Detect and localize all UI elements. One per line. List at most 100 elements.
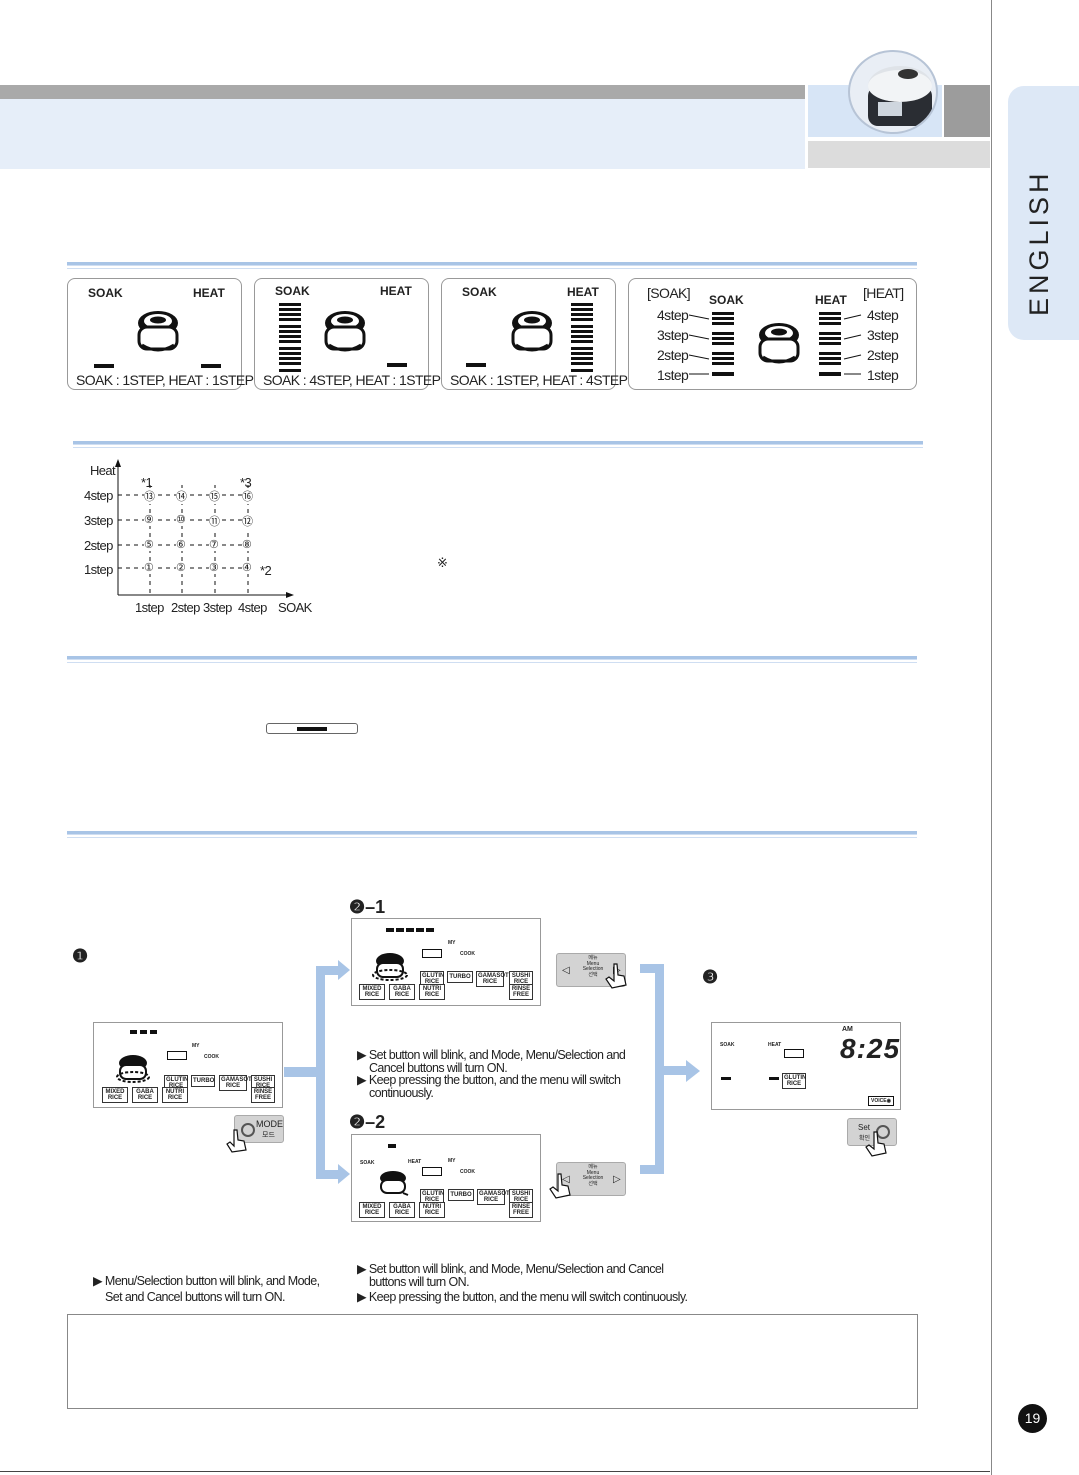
lcd-btn-mixed: MIXED RICE xyxy=(359,1202,385,1218)
soak-step-3: 3step xyxy=(657,327,689,343)
lcd-btn-gaba: GABA RICE xyxy=(132,1087,158,1103)
header-title-band xyxy=(0,99,805,169)
heat-step-1: 1step xyxy=(867,367,899,383)
right-margin-rule xyxy=(991,0,992,1475)
lcd-btn-nutri: NUTRI RICE xyxy=(419,984,445,1000)
grid-y-label: 4step xyxy=(84,488,113,503)
soak-step-1: 1step xyxy=(657,367,689,383)
step-legend-graphic xyxy=(688,312,862,376)
lcd-display-step-3: SOAK HEAT AM 8:25 GLUTIN RICE VOICE◉ xyxy=(711,1022,901,1110)
lcd-display-step-2-1: MY COOK GLUTIN RICE TURBO GAMASOT RICE S… xyxy=(351,918,541,1006)
grid-node: ⑦ xyxy=(209,538,219,551)
grid-mark-1: *1 xyxy=(141,475,153,490)
soak-heat-panel-3: SOAK HEAT SOAK : 1STEP, HEAT : 4STEP xyxy=(441,278,628,390)
mode-label: MODE xyxy=(256,1119,283,1129)
lcd-display-step-2-2: SOAK HEAT MY COOK GLUTIN RICE TURBO GAMA… xyxy=(351,1134,541,1222)
grid-x-title: SOAK xyxy=(278,600,312,615)
grid-x-label: 4step xyxy=(238,600,267,615)
note-mid-2: ▶ Keep pressing the button, and the menu… xyxy=(357,1073,621,1087)
lcd-my: MY xyxy=(448,940,456,946)
heat-label: HEAT xyxy=(193,286,225,300)
heat-level-bar xyxy=(201,364,221,368)
arrow-right-icon: ▷ xyxy=(613,1174,621,1185)
lcd-soak: SOAK xyxy=(360,1160,375,1166)
rice-cooker-icon xyxy=(137,311,179,352)
grid-x-label: 3step xyxy=(203,600,232,615)
panel-caption: SOAK : 4STEP, HEAT : 1STEP xyxy=(263,372,441,388)
header-grey-bar xyxy=(0,85,805,99)
rice-cooker-photo xyxy=(848,50,938,134)
note-left-1b: Set and Cancel buttons will turn ON. xyxy=(105,1290,285,1304)
heat-step-4: 4step xyxy=(867,307,899,323)
grid-y-label: 1step xyxy=(84,562,113,577)
grid-node: ② xyxy=(176,561,186,574)
lcd-btn-gamasot: GAMASOT RICE xyxy=(477,1189,510,1205)
step-2-1-label: ❷–1 xyxy=(349,897,386,917)
lock-icon xyxy=(167,1051,187,1060)
grid-node: ⑮ xyxy=(209,488,220,504)
header-dark-box xyxy=(944,85,990,137)
set-label-kr: 확인 xyxy=(859,1136,871,1142)
grid-y-label: 2step xyxy=(84,538,113,553)
step-3-label: ❸ xyxy=(702,967,719,987)
panel-caption: SOAK : 1STEP, HEAT : 4STEP xyxy=(450,372,628,388)
soak-label: SOAK xyxy=(275,284,310,298)
lcd-btn-rinse: RINSE FREE xyxy=(509,984,533,1000)
section-divider xyxy=(67,656,917,663)
lcd-btn-gaba: GABA RICE xyxy=(389,1202,415,1218)
lcd-cook: COOK xyxy=(204,1054,219,1060)
arrow-right-icon xyxy=(316,960,350,980)
voice-indicator: VOICE◉ xyxy=(868,1096,894,1106)
grid-mark-2: *2 xyxy=(260,563,272,578)
lcd-cook: COOK xyxy=(460,1169,475,1175)
mode-label-kr: 모드 xyxy=(262,1132,275,1139)
grid-node: ⑭ xyxy=(176,488,187,504)
soak-heat-panel-2: SOAK HEAT SOAK : 4STEP, HEAT : 1STEP xyxy=(254,278,441,390)
grid-node: ⑤ xyxy=(144,538,154,551)
language-tab-label: ENGLISH xyxy=(1024,169,1054,316)
rice-cooker-icon xyxy=(380,1171,409,1196)
section-divider xyxy=(67,831,917,838)
lcd-btn-gamasot: GAMASOT RICE xyxy=(476,971,509,987)
button-ring-icon xyxy=(241,1123,255,1137)
rice-cooker-icon xyxy=(116,1055,150,1083)
lcd-btn-turbo: TURBO xyxy=(191,1075,215,1087)
heat-label: HEAT xyxy=(815,293,847,307)
lcd-btn-glutin: GLUTIN RICE xyxy=(782,1073,807,1089)
lcd-clock: 8:25 xyxy=(840,1033,901,1064)
soak-step-4: 4step xyxy=(657,307,689,323)
lcd-btn-glutin: GLUTIN RICE xyxy=(420,971,445,987)
grid-y-title: Heat xyxy=(90,463,116,478)
flow-connector-vertical xyxy=(655,964,664,1174)
header-grey-box xyxy=(808,141,990,168)
grid-node: ⑫ xyxy=(242,513,253,529)
heat-level-bar xyxy=(769,1077,779,1080)
note-symbol: ※ xyxy=(437,555,448,570)
grid-node: ① xyxy=(144,561,154,574)
lcd-btn-gamasot: GAMASOT RICE xyxy=(219,1075,252,1091)
grid-node: ③ xyxy=(209,561,219,574)
soak-heat-grid: Heat 4step 3step 2step 1step 1step 2step… xyxy=(78,455,338,625)
grid-x-label: 2step xyxy=(171,600,200,615)
lcd-heat: HEAT xyxy=(768,1042,782,1048)
grid-y-label: 3step xyxy=(84,513,113,528)
note-bot-1b: buttons will turn ON. xyxy=(369,1275,470,1289)
note-mid-1: ▶ Set button will blink, and Mode, Menu/… xyxy=(357,1048,626,1062)
section-divider xyxy=(73,441,923,448)
arrow-left-icon: ◁ xyxy=(562,965,570,976)
lock-icon xyxy=(422,949,442,958)
lcd-btn-nutri: NUTRI RICE xyxy=(162,1087,188,1103)
soak-label: SOAK xyxy=(462,285,497,299)
note-mid-2b: continuously. xyxy=(369,1086,434,1100)
flow-connector-vertical xyxy=(316,966,325,1178)
page-bottom-rule xyxy=(0,1471,990,1472)
lcd-btn-mixed: MIXED RICE xyxy=(102,1087,128,1103)
heat-label: HEAT xyxy=(380,284,412,298)
mode-button[interactable]: MODE 모드 xyxy=(234,1115,284,1143)
soak-level-bar xyxy=(721,1077,731,1080)
note-bot-2: ▶ Keep pressing the button, and the menu… xyxy=(357,1290,688,1304)
grid-node: ⑩ xyxy=(176,513,186,526)
heat-step-2: 2step xyxy=(867,347,899,363)
lcd-cook: COOK xyxy=(460,951,475,957)
